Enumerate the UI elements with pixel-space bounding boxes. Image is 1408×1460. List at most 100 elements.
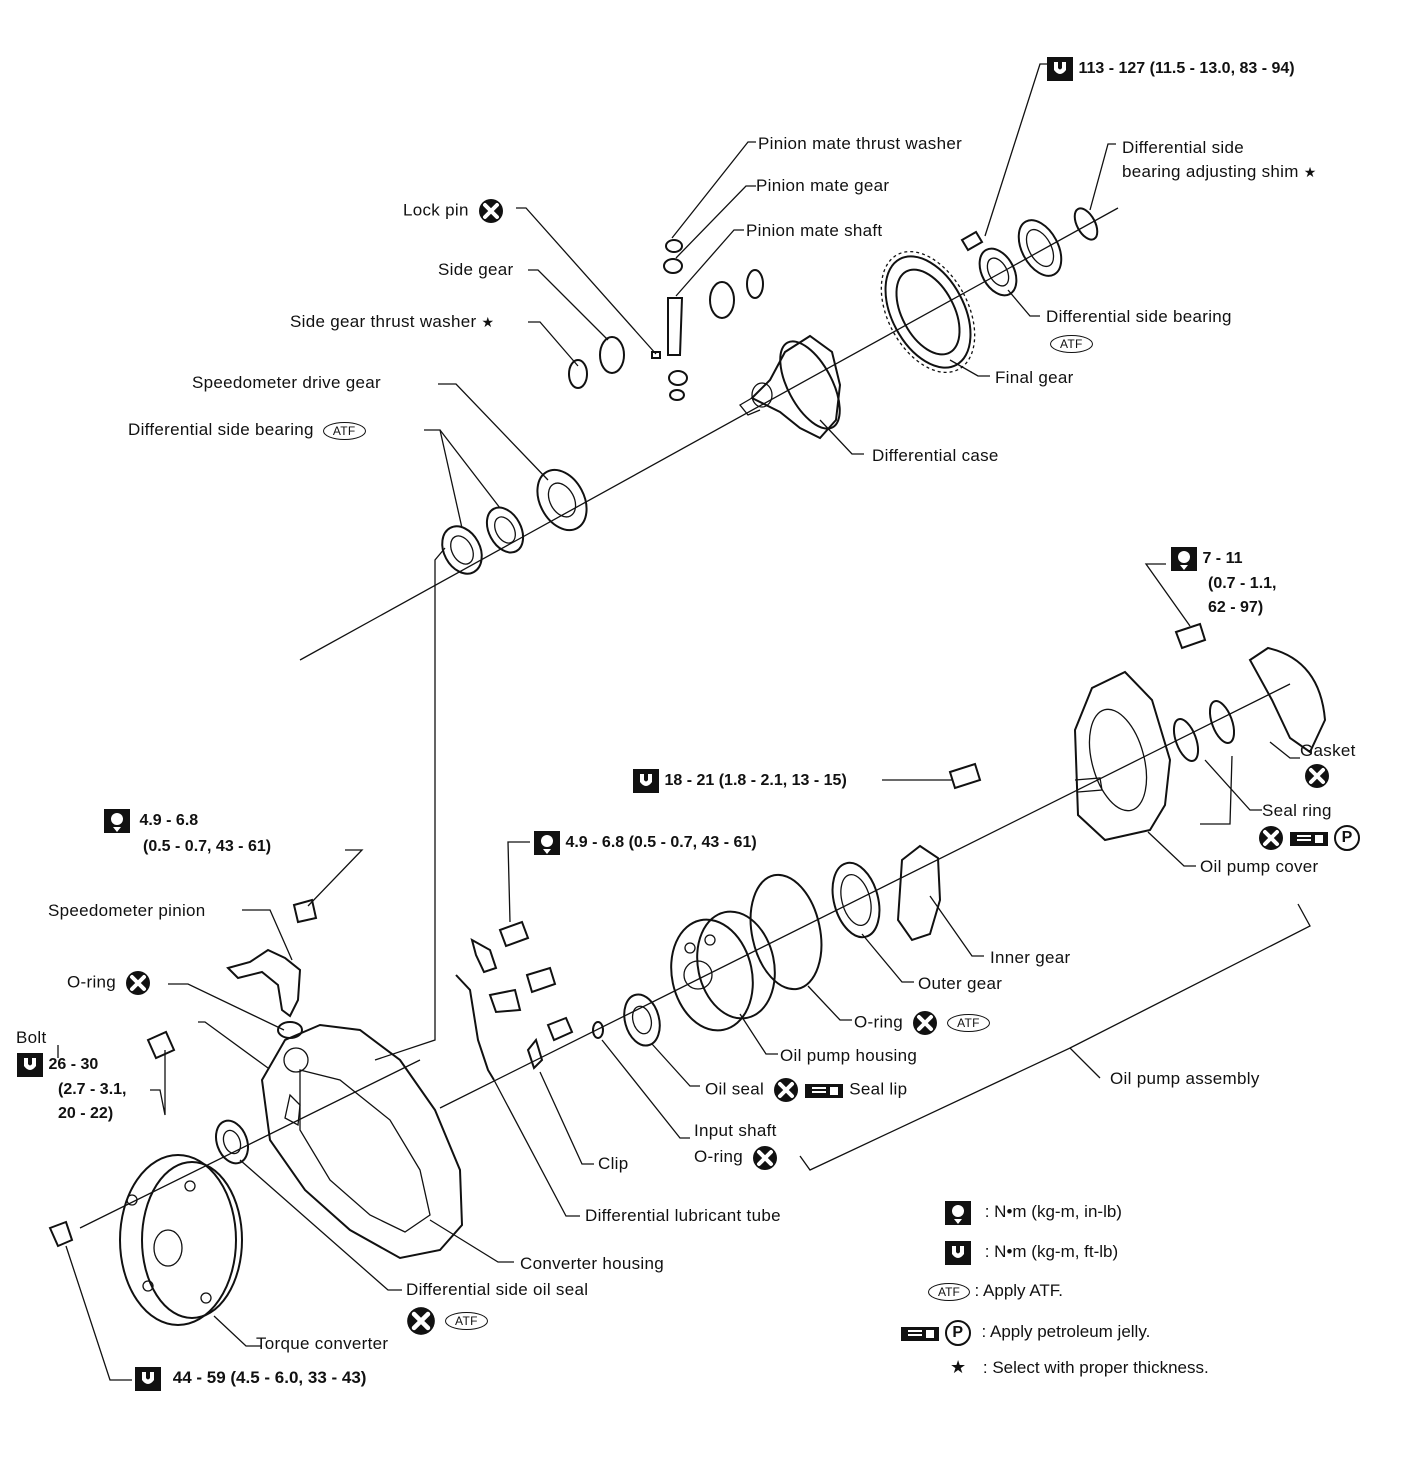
legend-item: : N•m (kg-m, in-lb) (944, 1200, 1122, 1226)
pump-cover-bolts (948, 622, 1207, 790)
petroleum-p-icon: P (944, 1320, 971, 1346)
legend-item: : N•m (kg-m, ft-lb) (944, 1240, 1118, 1266)
differential-side-oil-seal-part (215, 1119, 249, 1165)
o-ring-pump-part (749, 873, 823, 991)
pump-axis-line (439, 683, 1291, 1109)
differential-side-bearing-left-part (441, 525, 483, 575)
oil-pump-cover-label: Oil pump cover (1200, 857, 1319, 876)
replace-x-icon (912, 1010, 938, 1036)
oil-seal-part (623, 993, 661, 1047)
star-icon: ★ (481, 314, 495, 330)
torque-ft-lb-icon (1047, 57, 1073, 81)
star-icon: ★ (1303, 164, 1317, 180)
torque-26-30-label: 26 - 30 (2.7 - 3.1, 20 - 22) (16, 1052, 126, 1126)
torque-49-68-mid-label: 4.9 - 6.8 (0.5 - 0.7, 43 - 61) (533, 830, 757, 856)
side-gear-thrust-washer-label: Side gear thrust washer ★ (290, 312, 495, 331)
torque-converter-label: Torque converter (256, 1334, 389, 1353)
input-shaft-o-ring-part (592, 1021, 604, 1039)
differential-lubricant-tube-label: Differential lubricant tube (585, 1206, 781, 1225)
speedometer-pinion-part (226, 898, 318, 1039)
legend-item: ★ : Select with proper thickness. (950, 1357, 1209, 1377)
torque-ft-lb-icon (135, 1367, 161, 1391)
replace-x-icon (125, 970, 151, 996)
torque-18-21-label: 18 - 21 (1.8 - 2.1, 13 - 15) (632, 768, 847, 794)
torque-44-59-label: 44 - 59 (4.5 - 6.0, 33 - 43) (134, 1366, 366, 1392)
gasket-label: Gasket (1300, 741, 1356, 789)
lock-pin-label: Lock pin (403, 198, 504, 224)
converter-housing-label: Converter housing (520, 1254, 665, 1273)
adjusting-shim-part (1073, 207, 1099, 241)
leader-lines (57, 63, 1311, 1381)
oil-pump-housing-label: Oil pump housing (780, 1046, 918, 1065)
pinion-mate-shaft-label: Pinion mate shaft (746, 221, 883, 240)
converter-housing-part (260, 1023, 464, 1260)
torque-7-11-label: 7 - 11 (0.7 - 1.1, 62 - 97) (1170, 546, 1276, 620)
torque-top-label: 113 - 127 (11.5 - 13.0, 83 - 94) (1046, 56, 1295, 82)
differential-side-bearing-shim-label: Differential side bearing adjusting shim… (1122, 138, 1317, 181)
petroleum-jelly-icon (1290, 832, 1329, 846)
pinion-mate-thrust-washer-label: Pinion mate thrust washer (758, 134, 963, 153)
final-gear-part (880, 250, 976, 374)
housing-bolt-part (146, 1030, 176, 1060)
star-icon: ★ (950, 1357, 967, 1377)
differential-case-label: Differential case (872, 446, 999, 465)
replace-x-icon (478, 198, 504, 224)
atf-icon: ATF (445, 1312, 488, 1330)
pinion-parts (568, 239, 764, 401)
differential-side-bearing-right-part (978, 247, 1018, 297)
gasket-part (1248, 646, 1327, 754)
differential-side-bearing-right-label: Differential side bearing ATF (1046, 307, 1232, 353)
differential-case-part (739, 334, 842, 440)
legend-item: ATF : Apply ATF. (928, 1280, 1063, 1302)
torque-ft-lb-icon (945, 1241, 971, 1265)
torque-ft-lb-icon (633, 769, 659, 793)
differential-side-oil-seal-label: Differential side oil seal ATF (406, 1280, 588, 1336)
oil-seal-label: Oil seal Seal lip (705, 1077, 907, 1103)
o-ring-pump-label: O-ring ATF (854, 1010, 990, 1036)
seal-ring-label: Seal ring P (1262, 801, 1361, 851)
speedometer-drive-gear-label: Speedometer drive gear (192, 373, 381, 392)
o-ring-left-label: O-ring (67, 970, 151, 996)
petroleum-jelly-icon (805, 1084, 844, 1098)
seal-ring-parts (1172, 700, 1236, 762)
clip-label: Clip (598, 1154, 629, 1173)
torque-in-lb-icon (534, 831, 560, 855)
petroleum-jelly-icon (901, 1327, 939, 1341)
atf-icon: ATF (928, 1282, 970, 1301)
replace-x-icon (1304, 763, 1330, 789)
inner-gear-part (896, 844, 942, 942)
final-gear-label: Final gear (995, 368, 1074, 387)
speedometer-drive-gear-part (536, 468, 588, 532)
outer-gear-part (831, 861, 881, 939)
differential-side-bearing-left-label: Differential side bearing ATF (128, 420, 366, 440)
outer-gear-label: Outer gear (918, 974, 1003, 993)
petroleum-p-icon: P (1334, 825, 1361, 851)
pinion-mate-gear-label: Pinion mate gear (756, 176, 890, 195)
oil-pump-cover-part (1073, 670, 1172, 842)
atf-icon: ATF (322, 421, 366, 440)
torque-49-68-left-label: 4.9 - 6.8 (0.5 - 0.7, 43 - 61) (103, 808, 271, 860)
atf-icon: ATF (1050, 334, 1093, 353)
converter-bolt-part (48, 1220, 74, 1248)
final-gear-bolt-part (960, 230, 984, 252)
oil-pump-assembly-label: Oil pump assembly (1110, 1069, 1260, 1088)
replace-x-icon (773, 1077, 799, 1103)
differential-side-bearing-cone-part (485, 506, 525, 554)
replace-x-icon (406, 1306, 436, 1336)
torque-converter-part (119, 1154, 243, 1326)
replace-x-icon (1258, 825, 1284, 851)
torque-in-lb-icon (104, 809, 130, 833)
oil-pump-housing-part (670, 910, 776, 1032)
input-shaft-o-ring-label: Input shaft O-ring (694, 1118, 778, 1171)
inner-gear-label: Inner gear (990, 948, 1071, 967)
bolt-label: Bolt (16, 1028, 47, 1047)
torque-ft-lb-icon (17, 1053, 43, 1077)
converter-axis-line (79, 1059, 421, 1229)
bearing-outer-race-part (1017, 219, 1063, 277)
side-gear-label: Side gear (438, 260, 514, 279)
torque-in-lb-icon (945, 1201, 971, 1225)
housing-to-bearing-link (374, 547, 446, 1061)
replace-x-icon (752, 1145, 778, 1171)
legend-item: P : Apply petroleum jelly. (900, 1320, 1150, 1346)
